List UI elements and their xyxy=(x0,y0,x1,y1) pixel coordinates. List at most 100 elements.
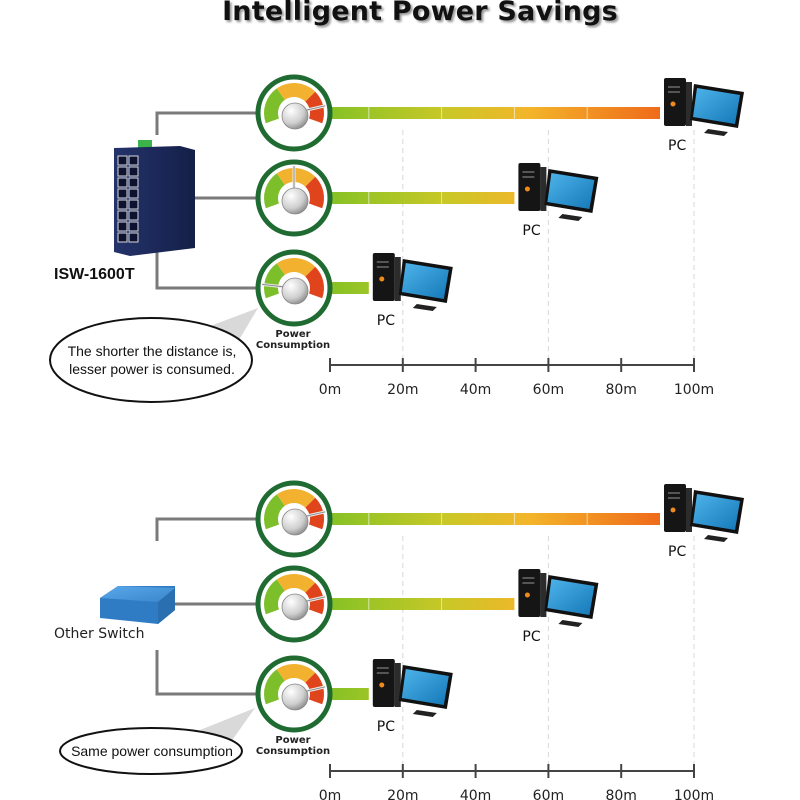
gauge-red-zone xyxy=(305,266,324,299)
distance-cable-bar xyxy=(328,598,515,610)
axis-tick-label: 20m xyxy=(387,788,418,800)
axis-tick-label: 100m xyxy=(674,788,714,800)
cable-to-gauge xyxy=(155,111,258,135)
pc-tower-side xyxy=(686,82,692,126)
callout-pointer xyxy=(205,308,258,345)
pc-monitor-stand xyxy=(412,710,437,717)
pc-drive-bay xyxy=(376,672,389,674)
pc-tower xyxy=(372,659,395,707)
gauge-yellow-zone xyxy=(276,83,316,102)
ethernet-port xyxy=(117,166,128,177)
cable-to-gauge xyxy=(155,650,258,696)
ethernet-port xyxy=(117,155,128,166)
gauge-yellow-zone xyxy=(276,664,316,683)
pc-monitor-stand xyxy=(704,535,728,542)
callout-text: Same power consumption xyxy=(71,743,233,759)
ethernet-port xyxy=(117,221,128,232)
pc-tower xyxy=(664,78,686,126)
axis-tick-label: 20m xyxy=(387,382,418,398)
gauge-green-zone xyxy=(264,669,285,705)
pc-tower xyxy=(664,484,686,532)
callout-bubble xyxy=(59,727,243,775)
axis-tick-label: 100m xyxy=(674,382,714,398)
pc-label: PC xyxy=(377,313,395,329)
callout-text: The shorter the distance is, xyxy=(68,343,237,359)
pc-monitor-screen xyxy=(693,494,740,530)
pc-drive-bay xyxy=(668,492,680,494)
pc-monitor-screen xyxy=(401,669,449,705)
pc-tower xyxy=(518,569,541,617)
pc-monitor-screen xyxy=(547,579,595,615)
device-label: ISW-1600T xyxy=(54,266,135,283)
pc-label: PC xyxy=(668,544,686,560)
power-consumption-label: Power xyxy=(275,329,310,340)
distance-cable-bar xyxy=(328,107,660,119)
gauge-knob xyxy=(281,277,309,305)
pc-tower-side xyxy=(540,167,547,211)
pc-power-led xyxy=(524,592,530,598)
pc-drive-bay xyxy=(668,86,680,88)
pc-tower-side xyxy=(394,257,401,301)
axis-tick-label: 0m xyxy=(319,382,342,398)
pc-label: PC xyxy=(377,719,395,735)
pc-power-led xyxy=(524,186,530,192)
pc-drive-bay xyxy=(376,261,389,263)
gauge-knob xyxy=(281,683,309,711)
callout-text: lesser power is consumed. xyxy=(69,361,235,377)
other-switch-top xyxy=(100,586,175,602)
gauge-green-zone xyxy=(264,579,285,615)
pc-drive-bay xyxy=(522,176,535,178)
link-row: PC xyxy=(255,480,744,560)
ethernet-port xyxy=(128,155,139,166)
power-consumption-label: Consumption xyxy=(256,340,330,351)
gauge-green-zone xyxy=(264,494,285,530)
link-row: PC xyxy=(255,565,599,645)
pc-drive-bay xyxy=(376,266,389,268)
axis-tick-label: 40m xyxy=(460,382,491,398)
pc-drive-bay xyxy=(522,577,535,579)
axis-tick-label: 60m xyxy=(533,382,564,398)
pc-monitor-stand xyxy=(704,129,728,136)
axis-tick-label: 40m xyxy=(460,788,491,800)
axis-tick-label: 0m xyxy=(319,788,342,800)
callout-bubble xyxy=(49,317,253,403)
gauge-green-zone xyxy=(264,263,285,299)
pc-label: PC xyxy=(522,223,540,239)
ethernet-port xyxy=(128,166,139,177)
gauge-yellow-zone xyxy=(276,489,316,508)
pc-monitor-screen xyxy=(547,173,595,209)
ethernet-port xyxy=(128,210,139,221)
gauge-yellow-zone xyxy=(276,258,316,277)
pc-monitor-stand xyxy=(412,304,437,311)
pc-tower-side xyxy=(540,573,547,617)
ethernet-port xyxy=(117,199,128,210)
switch-terminal-block xyxy=(138,140,152,148)
pc-monitor-screen xyxy=(401,263,449,299)
pc-drive-bay xyxy=(522,582,535,584)
ethernet-port xyxy=(128,232,139,243)
pc-drive-bay xyxy=(376,667,389,669)
ethernet-port xyxy=(117,232,128,243)
gauge-yellow-zone xyxy=(276,574,316,593)
pc-monitor-screen xyxy=(693,88,740,124)
pc-tower xyxy=(518,163,541,211)
ethernet-port xyxy=(128,177,139,188)
ethernet-port xyxy=(117,188,128,199)
ethernet-port xyxy=(128,199,139,210)
gauge-green-zone xyxy=(264,173,285,209)
pc-power-led xyxy=(379,276,385,282)
pc-drive-bay xyxy=(522,171,535,173)
link-row: PC xyxy=(255,655,453,735)
ethernet-port xyxy=(117,210,128,221)
pc-power-led xyxy=(379,682,385,688)
device-label: Other Switch xyxy=(54,626,145,642)
link-row: PC xyxy=(255,159,599,239)
pc-tower xyxy=(372,253,395,301)
power-consumption-label: Power xyxy=(275,735,310,746)
ethernet-port xyxy=(128,221,139,232)
axis-tick-label: 60m xyxy=(533,788,564,800)
other-switch-side xyxy=(158,588,175,624)
pc-monitor-stand xyxy=(558,620,583,627)
